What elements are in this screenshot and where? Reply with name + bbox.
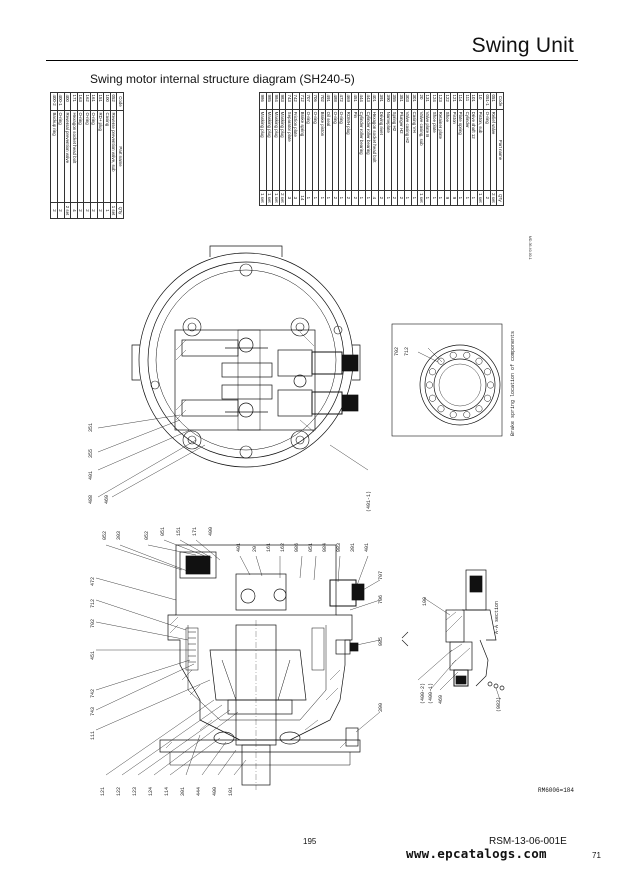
callout-label: 101 [228,787,234,796]
section-title: Swing motor internal structure diagram (… [90,72,355,86]
callout-label: 401 [236,543,242,552]
callout-label: 301 [180,787,186,796]
callout-label: 400 [212,787,218,796]
callout-label: (491-1) [366,491,372,512]
callout-label: 706 [378,595,384,604]
callout-label: (400-2) [420,683,426,704]
callout-label: 052 [144,531,150,540]
brake-spring-mark [463,411,471,419]
callout-label: 355 [88,449,94,458]
callout-label: 351 [88,423,94,432]
callout-label: 051 [160,527,166,536]
callout-label: 20 [252,546,258,552]
callout-label: 161 [266,543,272,552]
brake-spring-mark [429,394,436,402]
callout-label: 702 [394,347,400,356]
brake-spring-mark [487,381,494,389]
callout-label: 123 [132,787,138,796]
callout-label: 712 [90,599,96,608]
callout-label: 122 [116,787,122,796]
callout-label: 400 [208,527,214,536]
callout-label: 469 [104,495,110,504]
document-code: RSM-13-06-001E [489,836,567,847]
page-title: Swing Unit [471,34,574,57]
callout-label: 983 [336,543,342,552]
callout-label: 151 [176,527,182,536]
brake-spring-mark [429,368,436,376]
callout-label: 124 [148,787,154,796]
callout-label: 742 [90,689,96,698]
brake-spring-mark [484,394,491,402]
brake-spring-mark [463,351,471,359]
brake-spring-view [391,323,503,437]
callout-label: 390 [378,703,384,712]
callout-label: 171 [192,527,198,536]
brake-spring-mark [437,405,445,413]
callout-label: 985 [378,637,384,646]
callout-label: 114 [164,787,170,796]
callout-label: (983) [496,697,502,712]
callout-label: 391 [350,543,356,552]
aa-section-view [401,569,505,701]
brake-spring-mark [426,381,433,389]
motor-end-view [97,245,369,498]
brake-spring-mark [449,351,457,359]
watermark-link[interactable]: www.epcatalogs.com [406,846,547,861]
callout-label: 162 [280,543,286,552]
callout-label: 100 [422,597,428,606]
header-rule [46,60,578,61]
drawing-id: RM6006=184 [538,787,575,794]
callout-label: 303 [116,531,122,540]
motor-cross-section [95,539,381,790]
callout-label: (400-1) [428,683,434,704]
callout-label: 712 [404,347,410,356]
callout-label: 401 [88,471,94,480]
callout-label: 488 [88,495,94,504]
callout-label: 469 [438,695,444,704]
callout-label: 472 [90,577,96,586]
brake-spring-mark [437,357,445,365]
callout-label: 444 [196,787,202,796]
brake-spring-mark [449,411,457,419]
brake-spring-mark [484,368,491,376]
callout-label: 401 [364,543,370,552]
callout-label: 743 [90,707,96,716]
brake-spring-caption: Brake spring location of components [510,330,516,436]
callout-label: 986 [294,543,300,552]
callout-label: 707 [378,571,384,580]
callout-label: 451 [90,651,96,660]
callout-label: 111 [90,731,96,740]
brake-spring-mark [475,405,483,413]
callout-label: 121 [100,787,106,796]
aa-section-caption: A-A section [494,600,500,634]
callout-label: 052 [102,531,108,540]
side-page-number: 71 [592,851,601,860]
page-number: 195 [303,837,317,846]
brake-spring-mark [475,357,483,365]
callout-label: 702 [90,619,96,628]
callout-label: 984 [322,543,328,552]
callout-label: 051 [308,543,314,552]
